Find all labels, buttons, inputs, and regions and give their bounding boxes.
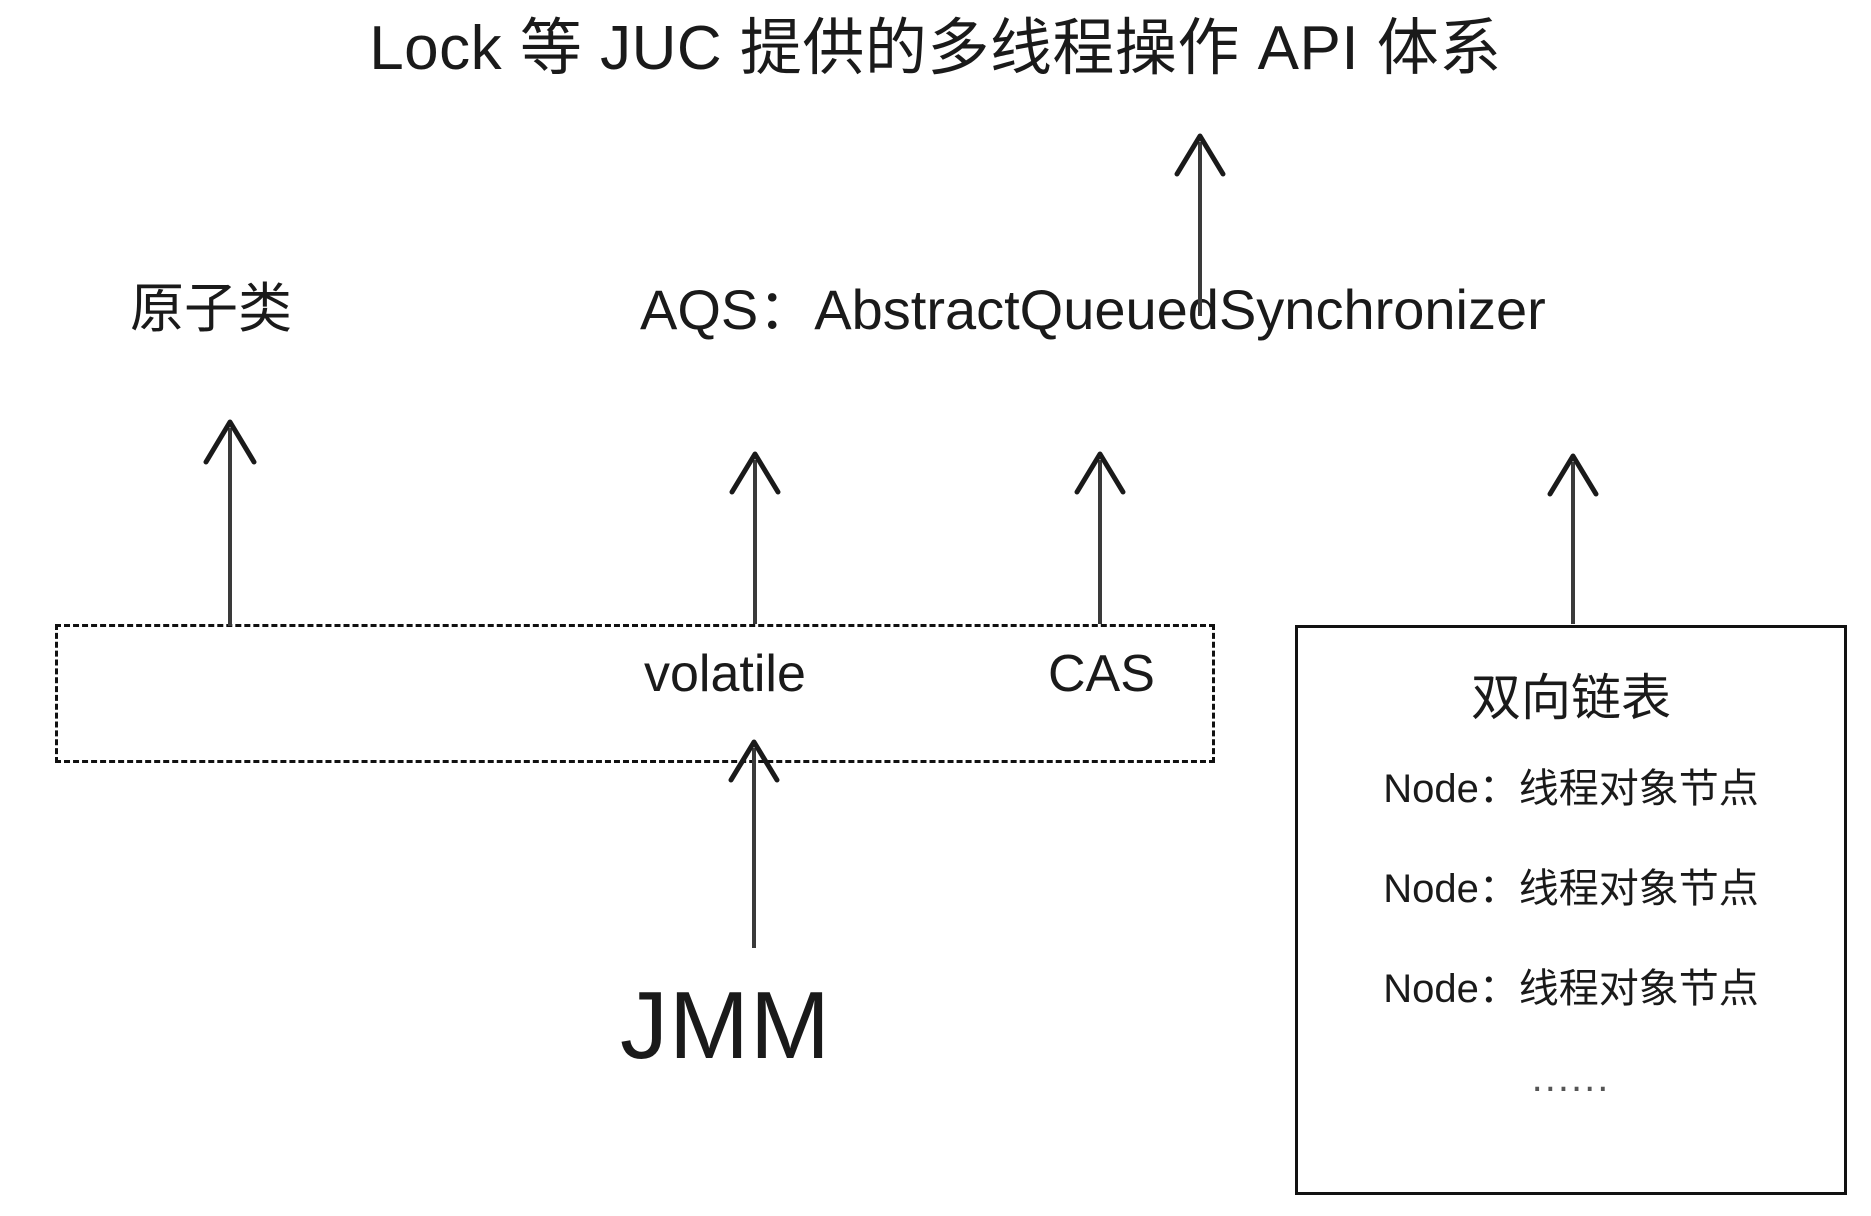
doubly-linked-list-box: 双向链表 Node：线程对象节点 Node：线程对象节点 Node：线程对象节点… [1295, 625, 1847, 1195]
list-item: Node：线程对象节点 [1383, 967, 1759, 1011]
atomic-class-label: 原子类 [130, 279, 292, 339]
arrow-linkedlist-up-icon [1547, 453, 1599, 624]
arrow-cas-up-icon [1074, 451, 1126, 624]
volatile-label: volatile [644, 645, 806, 703]
list-ellipsis: ...... [1531, 1056, 1611, 1100]
doubly-linked-list-title: 双向链表 [1471, 670, 1671, 726]
arrow-jmm-up-icon [728, 739, 780, 948]
jmm-foundation-dashed-group [55, 624, 1215, 763]
arrow-atomic-up-icon [203, 419, 257, 626]
arrow-volatile-up-icon [729, 451, 781, 624]
aqs-label: AQS：AbstractQueuedSynchronizer [640, 278, 1546, 341]
diagram-title: Lock 等 JUC 提供的多线程操作 API 体系 [369, 14, 1502, 83]
cas-label: CAS [1048, 645, 1155, 703]
jmm-label: JMM [620, 972, 831, 1079]
list-item: Node：线程对象节点 [1383, 767, 1759, 811]
list-item: Node：线程对象节点 [1383, 867, 1759, 911]
